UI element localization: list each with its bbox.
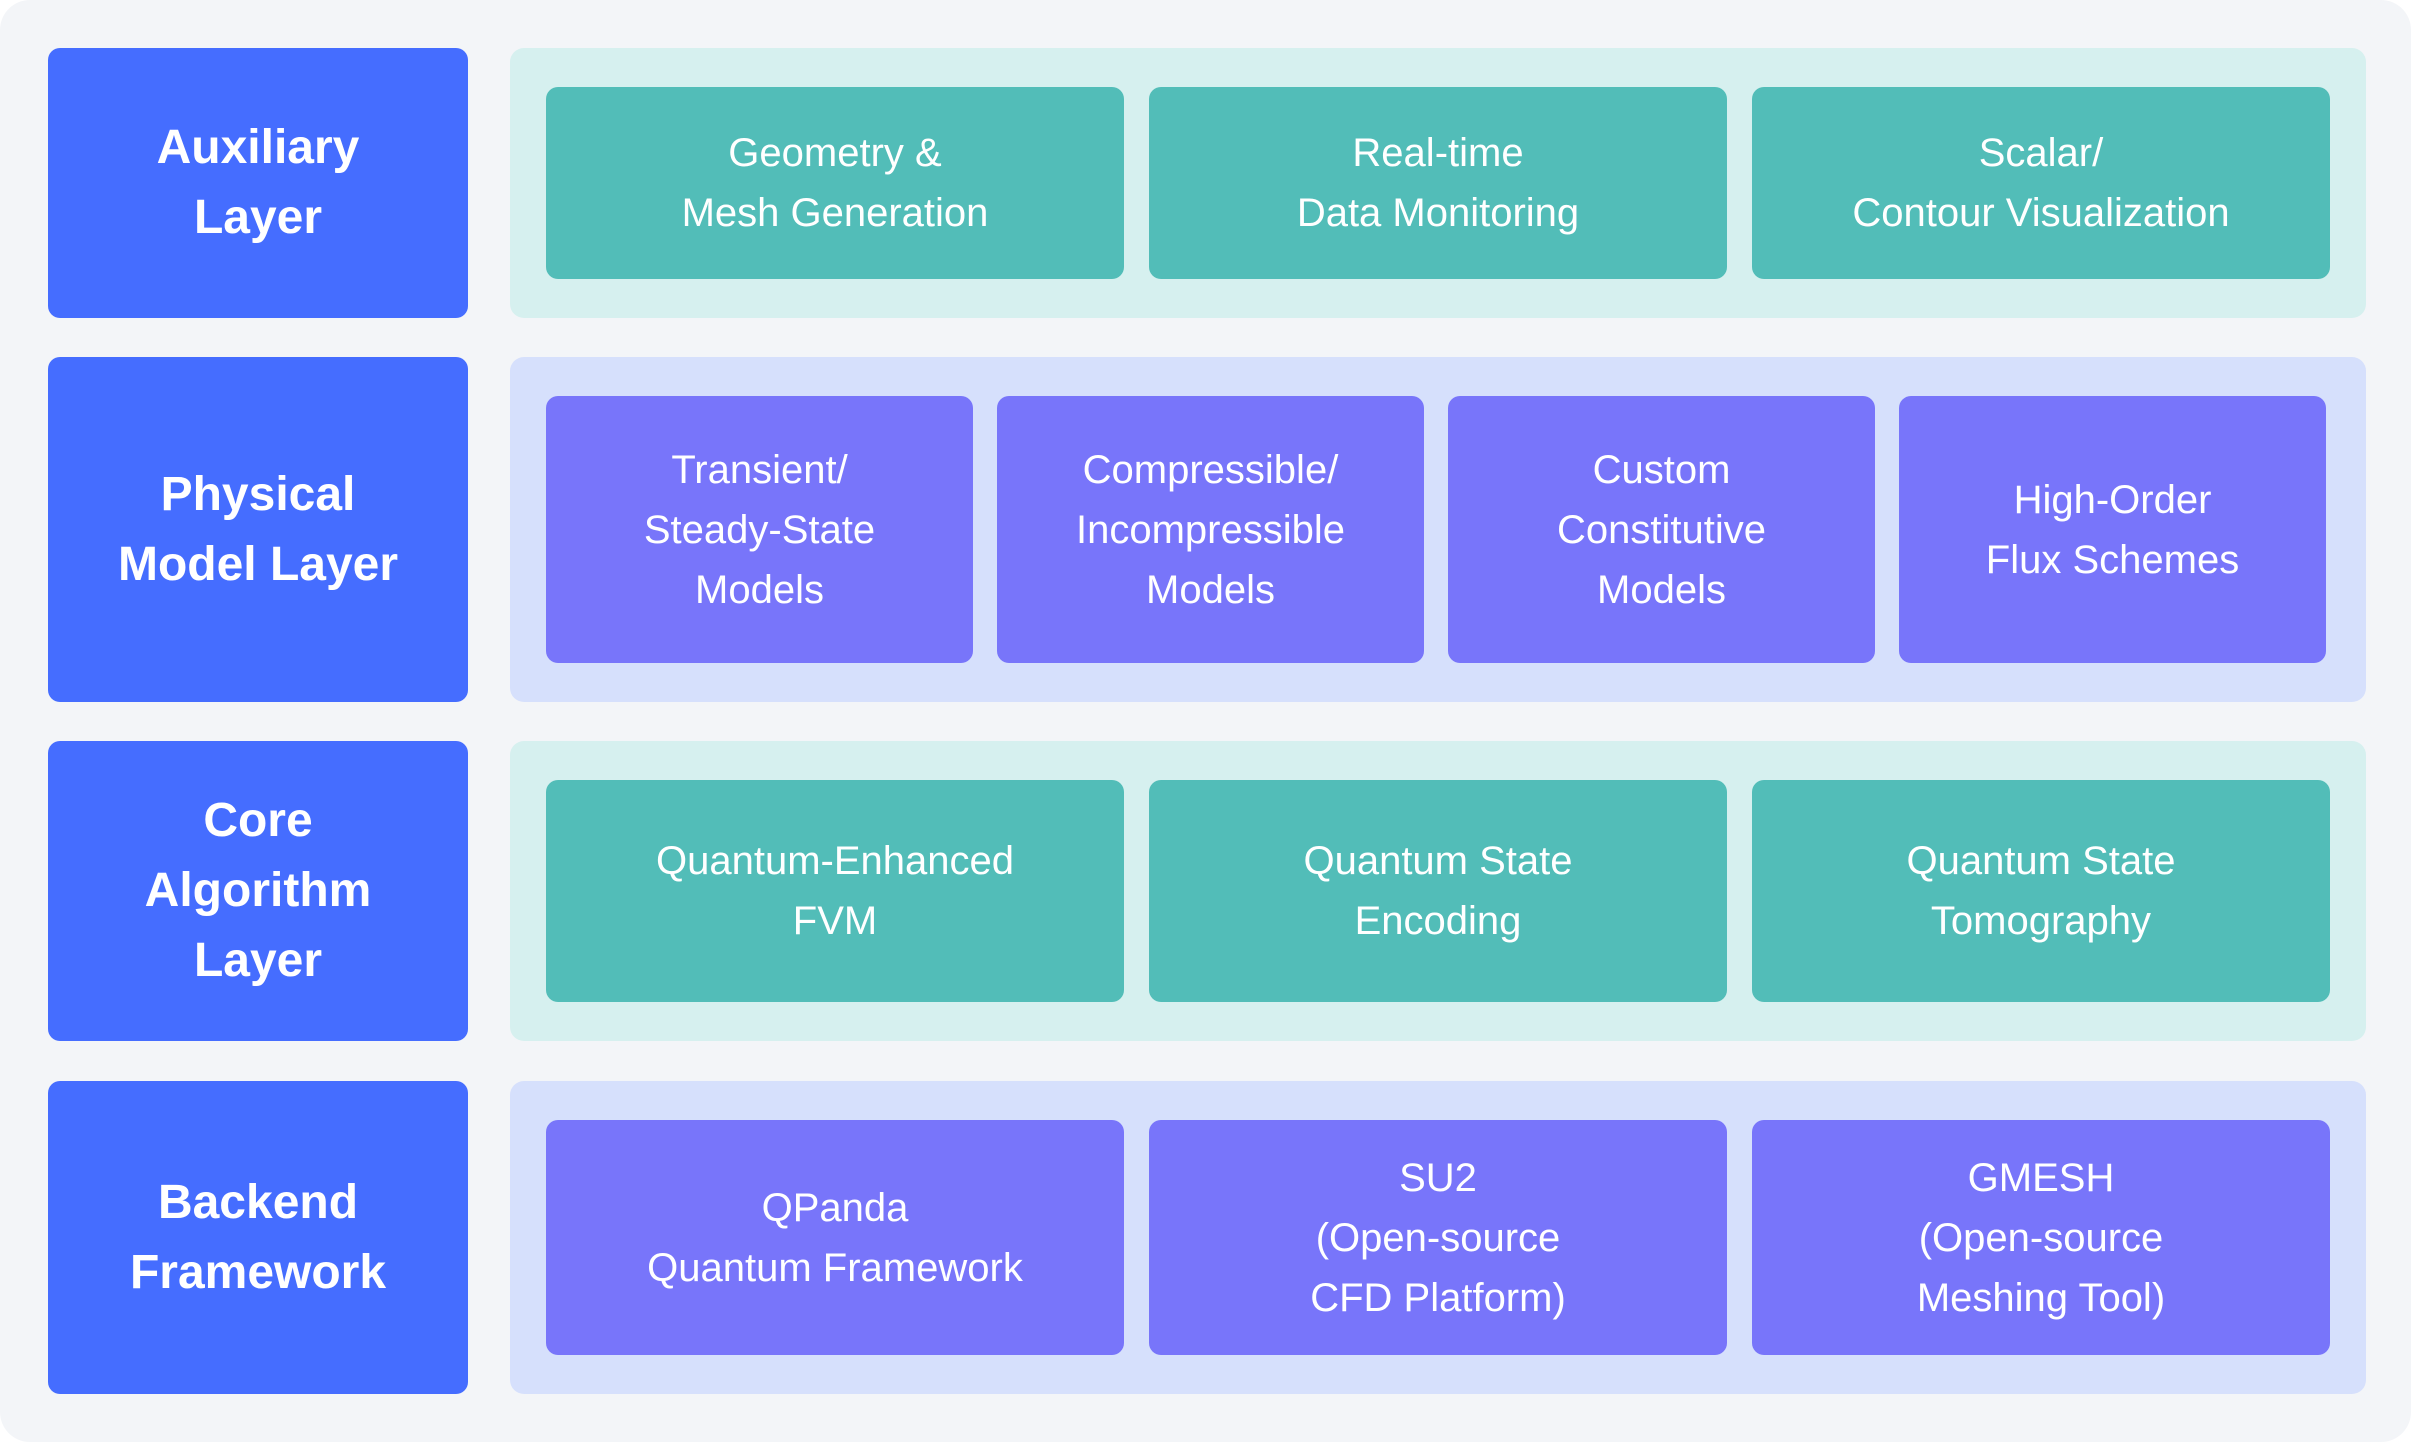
module-card-quantum-state-tomography: Quantum State Tomography: [1752, 780, 2330, 1002]
module-card-text: SU2 (Open-source CFD Platform): [1310, 1155, 1566, 1320]
layer-label-text: Auxiliary Layer: [156, 121, 360, 244]
module-card-text: GMESH (Open-source Meshing Tool): [1916, 1155, 2166, 1320]
layer-row-core-algorithm: Core Algorithm Layer Quantum-Enhanced FV…: [48, 741, 2366, 1041]
module-card-real-time-data-monitoring: Real-time Data Monitoring: [1149, 87, 1727, 279]
layer-label-auxiliary: Auxiliary Layer: [48, 48, 468, 318]
module-card-text: Scalar/ Contour Visualization: [1852, 131, 2230, 235]
module-card-gmesh: GMESH (Open-source Meshing Tool): [1752, 1120, 2330, 1355]
layer-label-text: Backend Framework: [129, 1175, 387, 1299]
module-card-text: Quantum State Encoding: [1303, 839, 1573, 943]
module-card-compressible-incompressible-models: Compressible/ Incompressible Models: [997, 396, 1424, 663]
module-card-text: Real-time Data Monitoring: [1296, 131, 1580, 235]
module-card-text: Quantum-Enhanced FVM: [655, 839, 1014, 943]
layer-label-text: Physical Model Layer: [117, 467, 399, 591]
layer-row-auxiliary: Auxiliary Layer Geometry & Mesh Generati…: [48, 48, 2366, 318]
module-card-text: Compressible/ Incompressible Models: [1075, 447, 1345, 612]
layer-label-physical-model: Physical Model Layer: [48, 357, 468, 702]
module-card-quantum-enhanced-fvm: Quantum-Enhanced FVM: [546, 780, 1124, 1002]
module-card-text: Geometry & Mesh Generation: [681, 131, 989, 235]
layer-label-text: Core Algorithm Layer: [144, 794, 372, 987]
layer-panel-core-algorithm: Quantum-Enhanced FVM Quantum State Encod…: [510, 741, 2366, 1041]
module-card-text: QPanda Quantum Framework: [647, 1185, 1023, 1290]
module-card-custom-constitutive-models: Custom Constitutive Models: [1448, 396, 1875, 663]
module-card-text: Quantum State Tomography: [1906, 839, 2176, 943]
module-card-contour-visualization: Scalar/ Contour Visualization: [1752, 87, 2330, 279]
module-card-transient-steady-state-models: Transient/ Steady-State Models: [546, 396, 973, 663]
module-card-text: Transient/ Steady-State Models: [643, 447, 876, 612]
module-card-high-order-flux-schemes: High-Order Flux Schemes: [1899, 396, 2326, 663]
module-card-text: High-Order Flux Schemes: [1985, 477, 2240, 582]
module-card-quantum-state-encoding: Quantum State Encoding: [1149, 780, 1727, 1002]
layer-row-backend-framework: Backend Framework QPanda Quantum Framewo…: [48, 1081, 2366, 1394]
layer-row-physical-model: Physical Model Layer Transient/ Steady-S…: [48, 357, 2366, 702]
module-card-text: Custom Constitutive Models: [1557, 447, 1766, 612]
layer-panel-backend-framework: QPanda Quantum Framework SU2 (Open-sourc…: [510, 1081, 2366, 1394]
layer-label-core-algorithm: Core Algorithm Layer: [48, 741, 468, 1041]
layer-panel-physical-model: Transient/ Steady-State Models Compressi…: [510, 357, 2366, 702]
module-card-qpanda: QPanda Quantum Framework: [546, 1120, 1124, 1355]
module-card-geometry-mesh-generation: Geometry & Mesh Generation: [546, 87, 1124, 279]
module-card-su2: SU2 (Open-source CFD Platform): [1149, 1120, 1727, 1355]
layer-panel-auxiliary: Geometry & Mesh Generation Real-time Dat…: [510, 48, 2366, 318]
layer-label-backend-framework: Backend Framework: [48, 1081, 468, 1394]
